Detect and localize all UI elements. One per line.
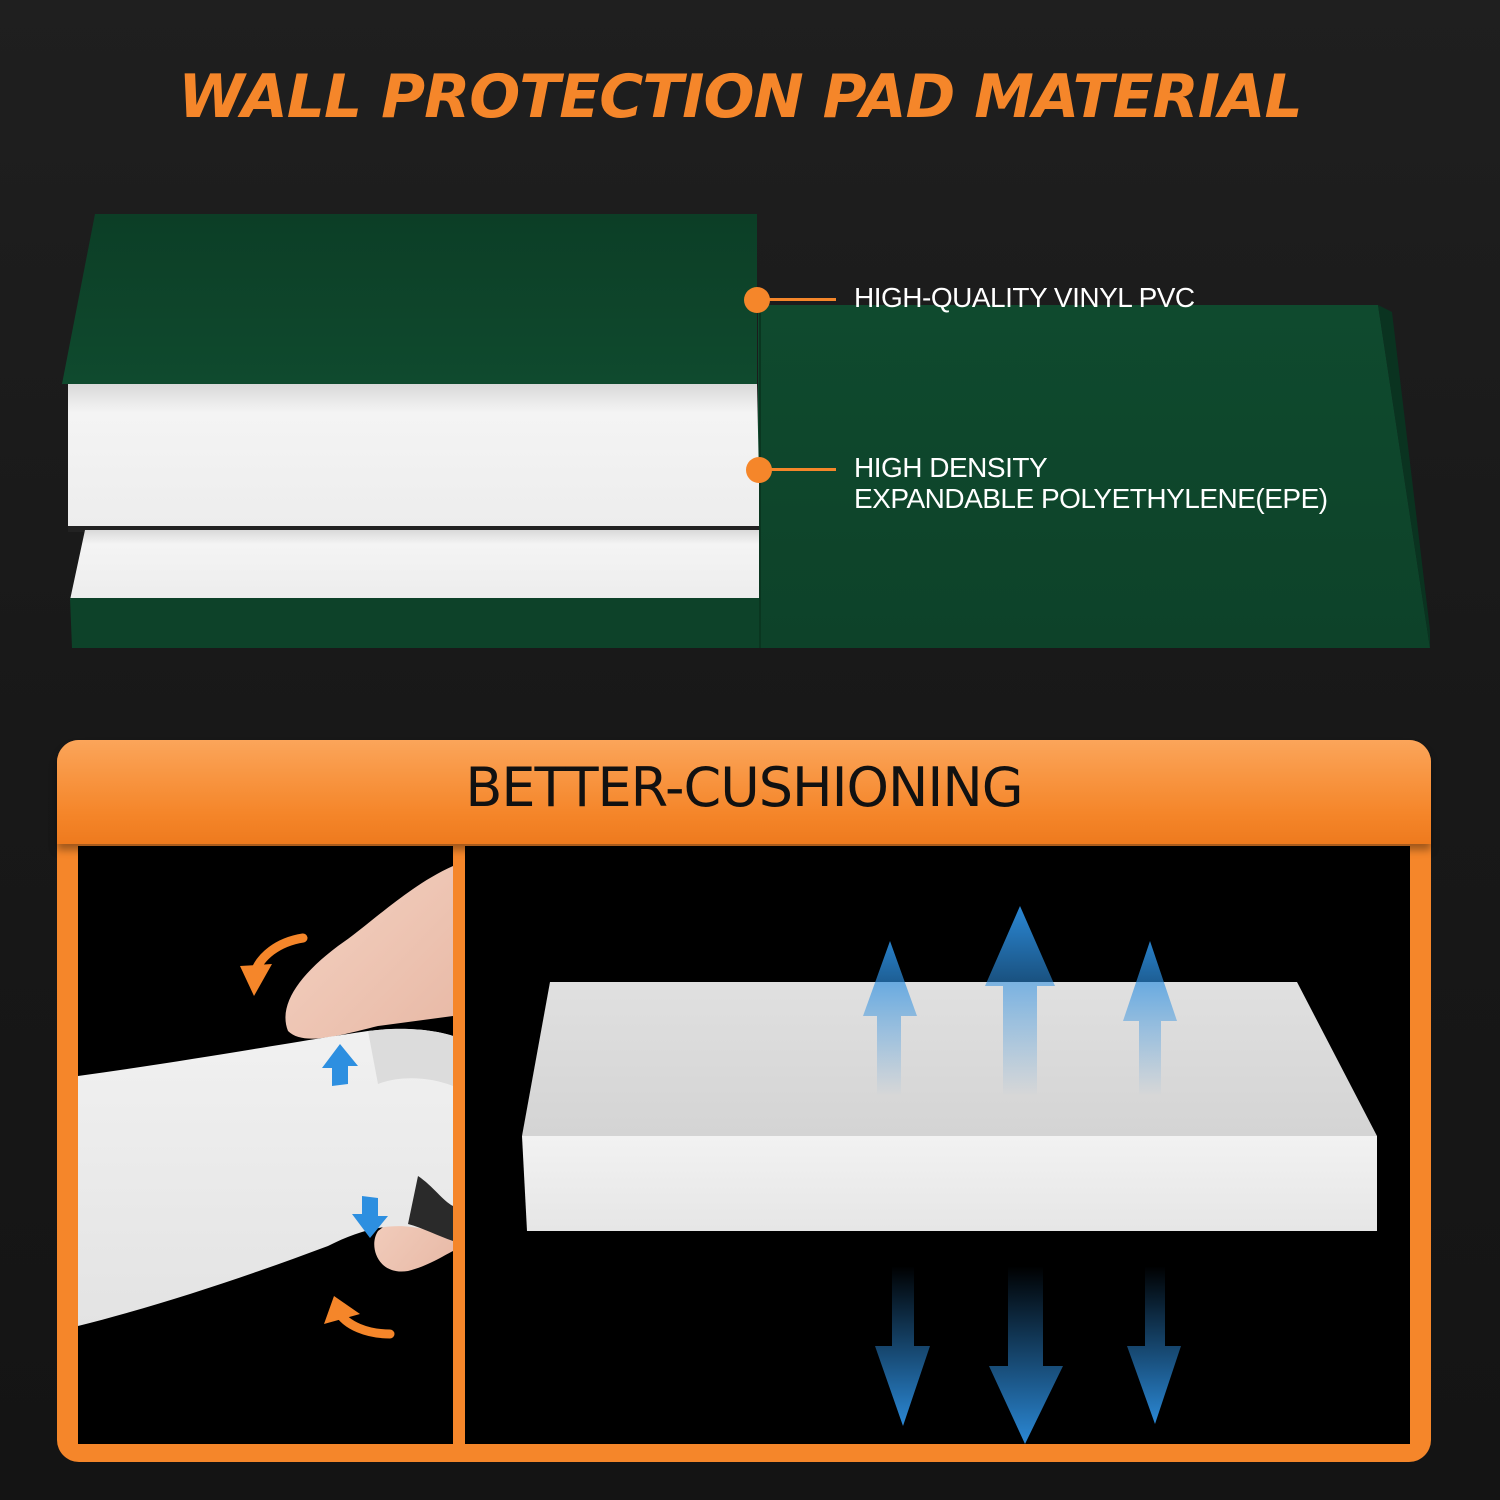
vinyl-layer-bottom	[70, 598, 760, 648]
callout-line	[766, 468, 836, 471]
foam-block-top	[522, 982, 1377, 1136]
blue-down-arrow-icon	[1127, 1266, 1181, 1424]
blue-up-arrow-icon	[863, 941, 917, 1096]
orange-curved-arrow-icon	[240, 933, 308, 996]
callout-epe-line-1: HIGH DENSITY	[854, 452, 1048, 483]
foam-layer-top	[68, 384, 760, 526]
foam-layer-bottom	[70, 530, 760, 600]
vinyl-layer-top	[62, 214, 757, 384]
foam-block-photo	[465, 846, 1410, 1444]
vinyl-panel-right	[758, 305, 1430, 648]
callout-vinyl-pvc: HIGH-QUALITY VINYL PVC	[854, 282, 1195, 313]
callout-epe: HIGH DENSITY EXPANDABLE POLYETHYLENE(EPE…	[854, 452, 1328, 514]
cushioning-panel-title: BETTER-CUSHIONING	[465, 756, 1023, 819]
callout-line	[764, 298, 836, 301]
blue-down-arrow-icon	[352, 1196, 388, 1238]
callout-epe-line-2: EXPANDABLE POLYETHYLENE(EPE)	[854, 483, 1328, 514]
blue-up-arrow-icon	[322, 1044, 358, 1086]
blue-down-arrow-icon	[989, 1266, 1063, 1444]
material-layers-illustration	[0, 0, 1500, 700]
foam-strip	[78, 1028, 453, 1326]
blue-up-arrow-icon	[1123, 941, 1177, 1096]
callout-vinyl-pvc-line: HIGH-QUALITY VINYL PVC	[854, 282, 1195, 313]
foam-bend-photo	[78, 846, 453, 1444]
page-title: WALL PROTECTION PAD MATERIAL	[178, 62, 1302, 132]
orange-curved-arrow-icon	[324, 1296, 395, 1339]
hand-shape	[285, 866, 453, 1039]
foam-block-front	[522, 1136, 1377, 1231]
blue-up-arrow-icon	[985, 906, 1055, 1096]
cushioning-panel-header	[57, 740, 1431, 844]
blue-down-arrow-icon	[875, 1266, 930, 1426]
